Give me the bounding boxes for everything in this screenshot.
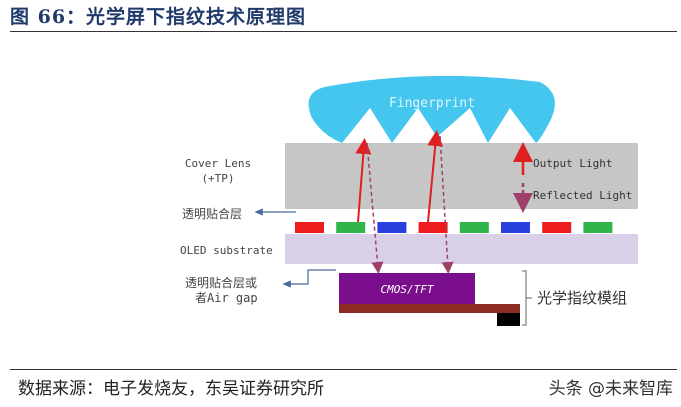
reflected-light-arrow — [439, 135, 454, 274]
cover-lens-sublabel: (+TP) — [201, 172, 234, 185]
cmos-label: CMOS/TFT — [381, 283, 435, 296]
subpixel-green — [336, 222, 366, 233]
footer-divider — [10, 369, 677, 370]
subpixel-red — [418, 222, 448, 233]
air-gap-label-line1: 透明贴合层或 — [185, 275, 257, 290]
module-substrate — [339, 304, 520, 313]
title-divider — [10, 31, 677, 32]
connector — [497, 313, 520, 326]
module-bracket — [522, 270, 532, 326]
source-note: 数据来源：电子发烧友，东吴证券研究所 — [18, 379, 324, 399]
subpixel-green — [583, 222, 613, 233]
adhesive-label: 透明贴合层 — [182, 206, 242, 221]
fingerprint-label: Fingerprint — [389, 96, 475, 111]
subpixel-red — [542, 222, 572, 233]
air-gap-label-line2: 者Air gap — [195, 291, 258, 305]
subpixel-blue — [377, 222, 407, 233]
legend-reflected-label: Reflected Light — [533, 189, 632, 202]
cover-lens-layer — [285, 143, 638, 209]
subpixel-blue — [501, 222, 530, 233]
module-label: 光学指纹模组 — [537, 289, 627, 307]
subpixel-green — [459, 222, 489, 233]
fingerprint-shape — [308, 75, 555, 143]
subpixel-red — [295, 222, 324, 233]
pixel-row — [295, 222, 613, 233]
oled-substrate-layer — [285, 234, 638, 264]
output-light-arrow — [427, 130, 444, 223]
air-gap-pointer — [282, 269, 336, 288]
output-light-arrow — [355, 138, 372, 223]
oled-label: OLED substrate — [180, 244, 273, 257]
figure-title: 图 66：光学屏下指纹技术原理图 — [10, 6, 307, 28]
cmos-tft-sensor — [339, 273, 475, 304]
cover-lens-label: Cover Lens — [185, 157, 251, 170]
watermark: 头条 @未来智库 — [548, 379, 673, 399]
legend-output-label: Output Light — [533, 157, 612, 170]
